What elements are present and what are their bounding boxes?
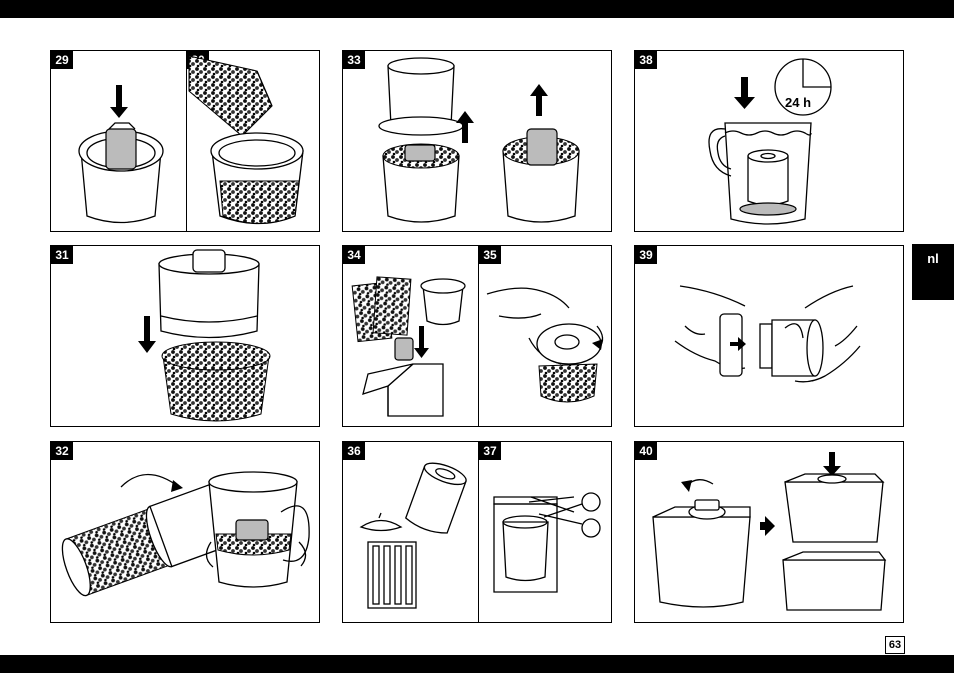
filter-cartridge-insert-illustration — [51, 51, 186, 232]
pour-granulate-illustration — [187, 51, 320, 232]
panel-36-37: 36 37 — [342, 441, 612, 623]
step-36: 36 — [343, 442, 478, 622]
new-filter-parts-illustration — [343, 442, 478, 623]
panel-32: 32 — [50, 441, 320, 623]
rotate-lid-illustration — [479, 246, 612, 427]
reassemble-device-illustration — [635, 442, 904, 623]
panel-39: 39 — [634, 245, 904, 427]
step-29: 29 — [51, 51, 186, 231]
panel-33: 33 — [342, 50, 612, 232]
language-tab: nl — [912, 244, 954, 300]
attach-filter-cover-illustration — [635, 246, 904, 427]
cut-open-bag-illustration — [479, 442, 612, 623]
dispose-granulate-illustration — [343, 246, 478, 427]
panel-34-35: 34 35 — [342, 245, 612, 427]
panel-40: 40 — [634, 441, 904, 623]
panel-31: 31 — [50, 245, 320, 427]
step-35: 35 — [478, 246, 612, 426]
panel-29-30: 29 30 — [50, 50, 320, 232]
step-34: 34 — [343, 246, 478, 426]
step-37: 37 — [478, 442, 612, 622]
place-filter-on-beads-illustration — [51, 246, 320, 427]
top-bar — [0, 0, 954, 18]
panel-38: 38 24 h — [634, 50, 904, 232]
remove-filter-lid-illustration — [343, 51, 612, 232]
bottom-bar — [0, 655, 954, 673]
clock-label: 24 h — [785, 95, 811, 110]
soak-filter-illustration: 24 h — [635, 51, 904, 232]
step-30: 30 — [186, 51, 320, 231]
page-number: 63 — [885, 636, 905, 654]
turn-and-shake-container-illustration — [51, 442, 320, 623]
